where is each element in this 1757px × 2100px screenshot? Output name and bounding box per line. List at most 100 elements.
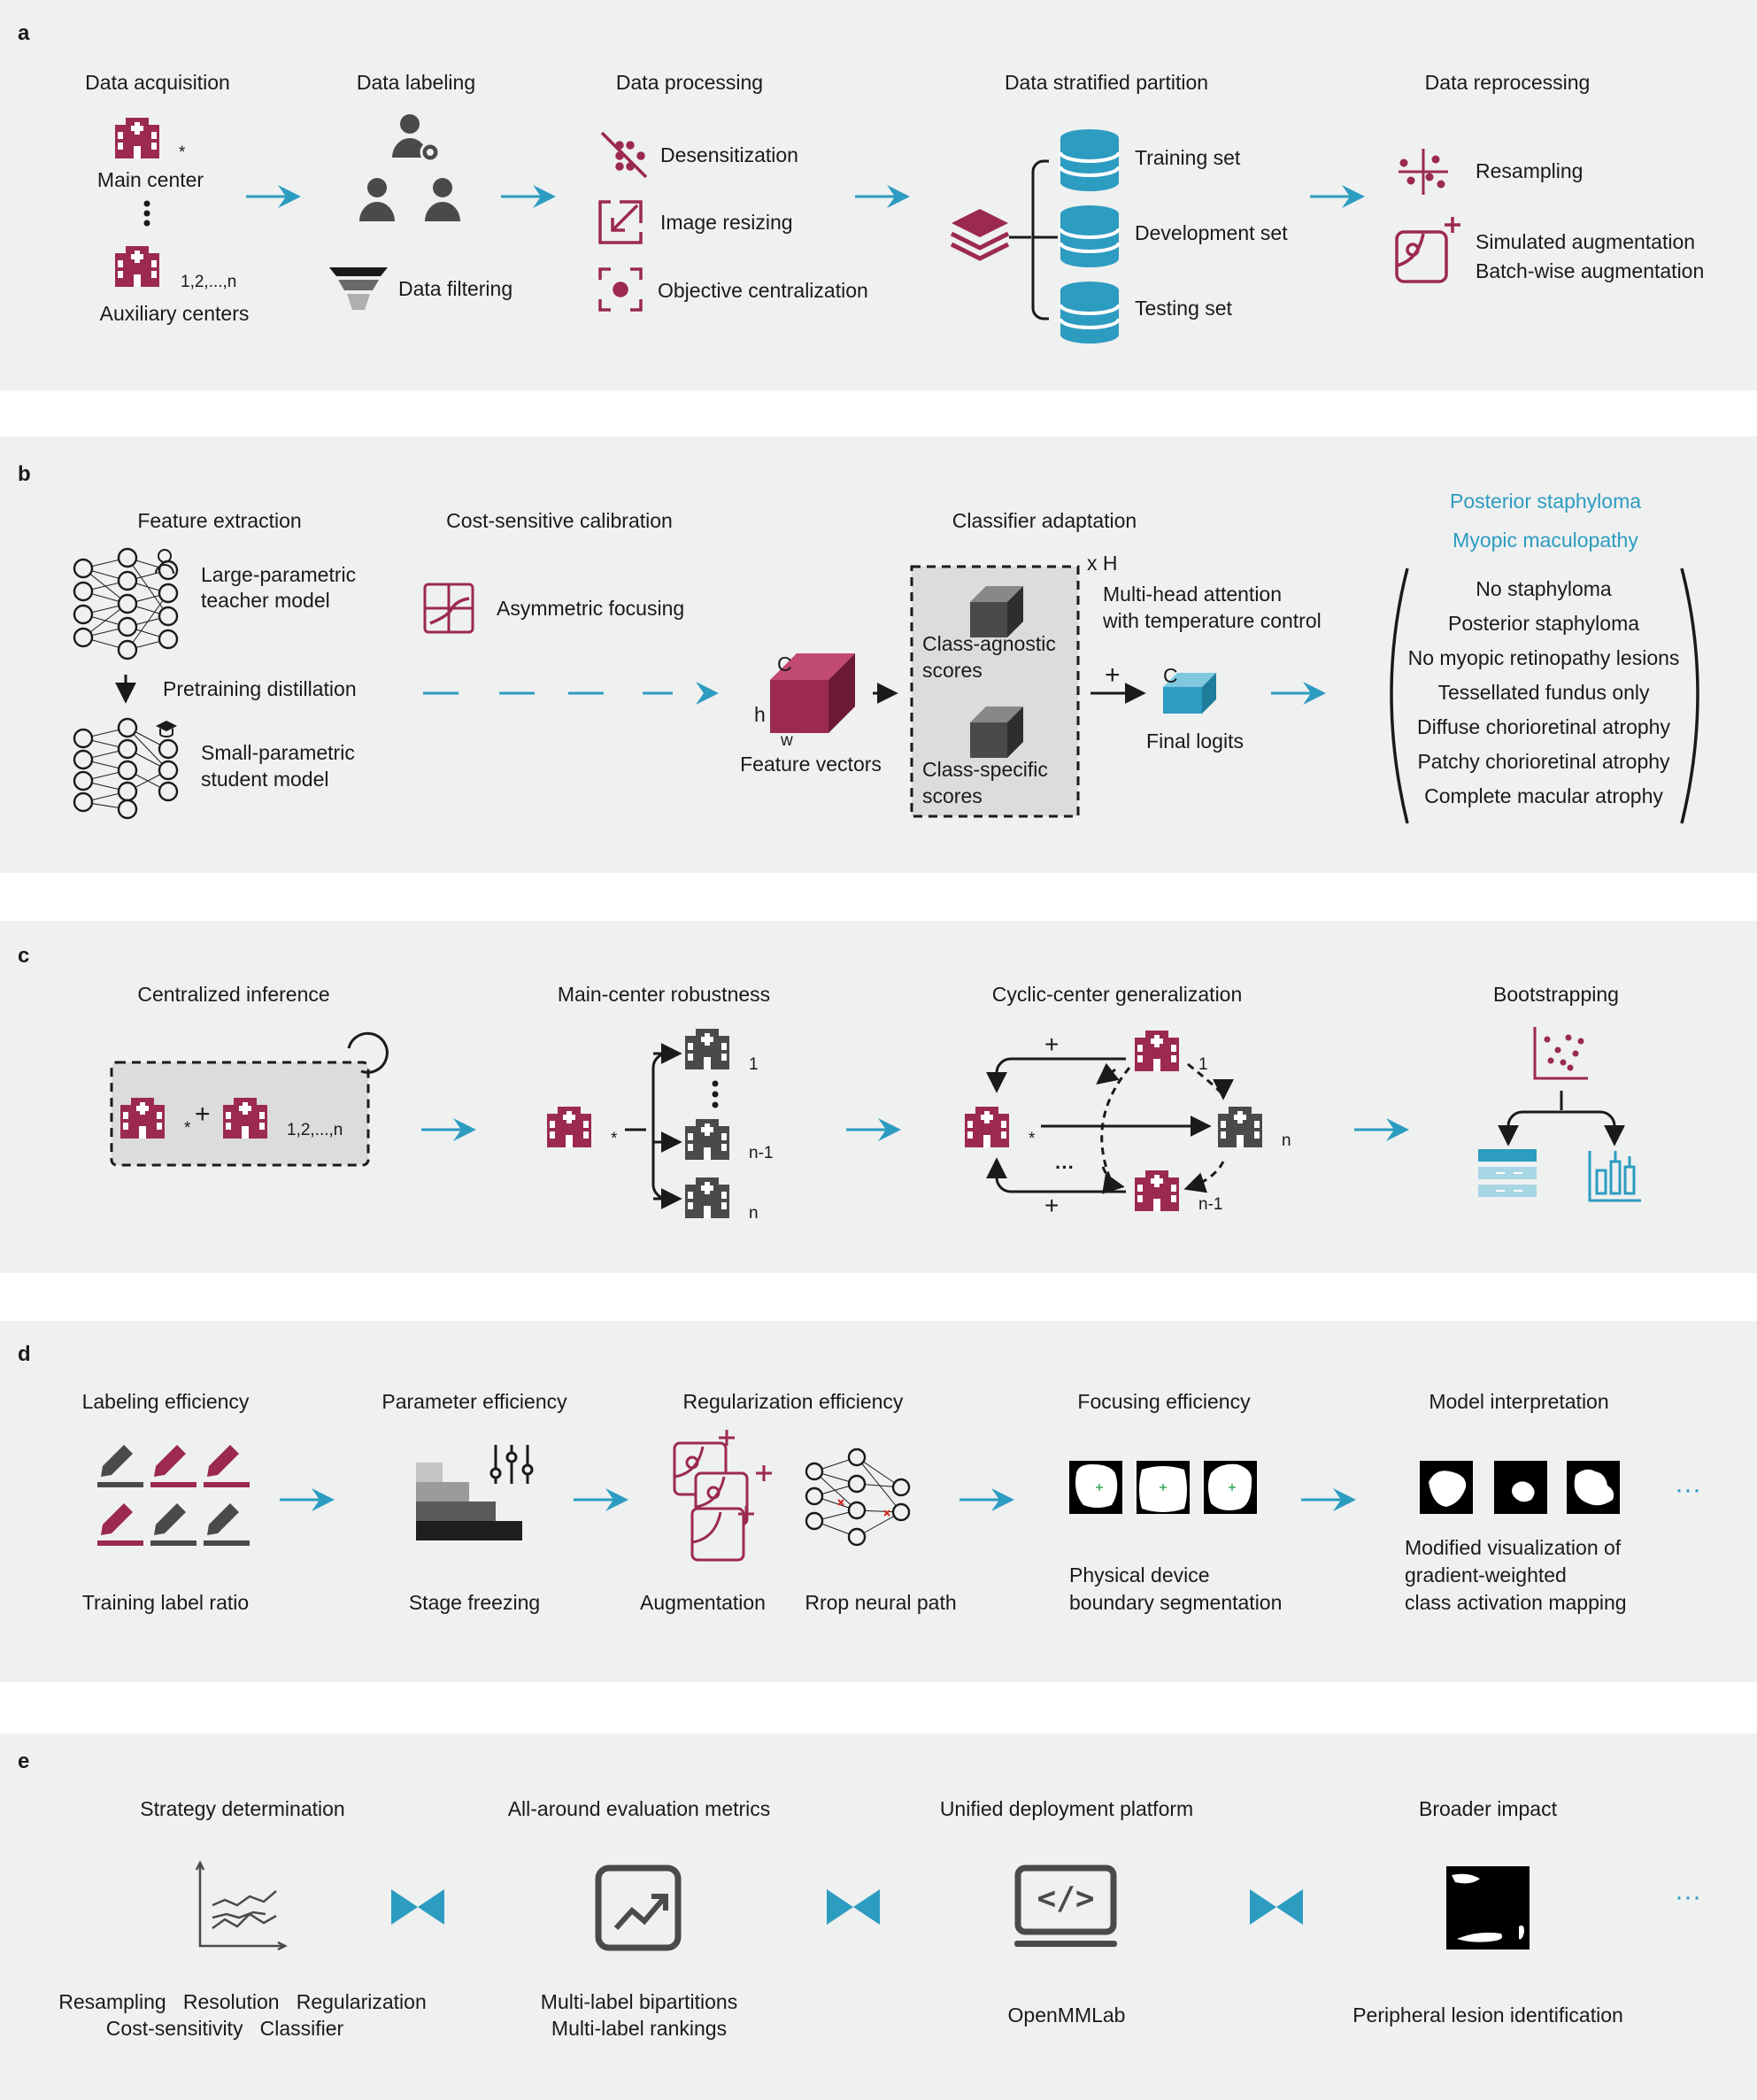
- robustness-center-n-icon: [685, 1177, 729, 1218]
- focus-caption-2: boundary segmentation: [1069, 1591, 1283, 1614]
- bootstrapping-boxplot-icon: [1588, 1151, 1641, 1202]
- panel-c-label: c: [18, 944, 30, 968]
- strategy-line-1: Resampling Resolution Regularization: [58, 1990, 427, 2013]
- output-item-3: Tessellated fundus only: [1437, 681, 1650, 704]
- stage-freezing-caption: Stage freezing: [408, 1591, 541, 1614]
- desensitization-icon: [600, 131, 648, 179]
- final-logits-cube: [1163, 673, 1216, 714]
- class-agnostic-label-2: scores: [922, 659, 983, 682]
- plus-label: +: [1105, 660, 1121, 690]
- output-item-1: Posterior staphyloma: [1447, 612, 1640, 635]
- loop-arrow: [347, 1031, 389, 1074]
- myopic-maculopathy-tag: Myopic maculopathy: [1453, 529, 1638, 552]
- robustness-main-star: *: [611, 1130, 618, 1148]
- cyclic-center-n-1-icon: [1135, 1170, 1179, 1211]
- output-item-0: No staphyloma: [1476, 577, 1612, 600]
- panel-b-label: b: [18, 462, 31, 486]
- bootstrapping-title: Bootstrapping: [1493, 983, 1619, 1006]
- output-item-5: Patchy chorioretinal atrophy: [1417, 750, 1670, 773]
- interp-caption-2: gradient-weighted: [1405, 1563, 1567, 1587]
- batchwise-augmentation-label: Batch-wise augmentation: [1476, 259, 1705, 282]
- arrow-a1: [244, 183, 303, 210]
- rrop-neural-path-icon: [805, 1448, 911, 1547]
- code-symbol: </>: [1036, 1880, 1095, 1917]
- student-label-2: student model: [201, 768, 329, 791]
- data-acquisition-title: Data acquisition: [85, 71, 230, 94]
- teacher-label-2: teacher model: [201, 589, 330, 612]
- cyclic-main-star: *: [1029, 1130, 1036, 1148]
- classifier-adaptation-title: Classifier adaptation: [952, 509, 1137, 532]
- main-center-hospital-icon: [115, 118, 159, 158]
- resampling-label: Resampling: [1476, 159, 1584, 182]
- metrics-line-2: Multi-label rankings: [551, 2017, 728, 2040]
- regularization-efficiency-title: Regularization efficiency: [682, 1390, 904, 1413]
- bowtie-e1: [391, 1889, 444, 1925]
- image-resizing-icon: [598, 200, 643, 244]
- output-parentheses: [1390, 567, 1699, 824]
- arrow-d4: [1299, 1486, 1358, 1513]
- asymmetric-focusing-icon: [423, 583, 474, 634]
- peripheral-lesion-label: Peripheral lesion identification: [1352, 2003, 1623, 2027]
- bootstrapping-table-icon: [1478, 1149, 1537, 1197]
- main-center-robustness-title: Main-center robustness: [557, 983, 771, 1006]
- cyclic-sub-n-1: n-1: [1198, 1195, 1223, 1214]
- panel-d-label: d: [18, 1342, 31, 1366]
- auxiliary-centers-label: Auxiliary centers: [99, 302, 250, 325]
- centralized-subscript: 1,2,...,n: [287, 1121, 343, 1139]
- focus-caption-1: Physical device: [1069, 1563, 1210, 1587]
- x-h-label: x H: [1087, 552, 1118, 575]
- cyclic-center-title: Cyclic-center generalization: [991, 983, 1243, 1006]
- student-label-1: Small-parametric: [201, 741, 355, 764]
- arrow-d1: [278, 1486, 336, 1513]
- robustness-main-hospital-icon: [547, 1107, 591, 1147]
- panel-d-more-dots: ···: [1675, 1475, 1701, 1504]
- interp-caption-3: class activation mapping: [1405, 1591, 1627, 1614]
- class-specific-label-1: Class-specific: [922, 758, 1048, 781]
- stage-freezing-icon: [416, 1463, 522, 1540]
- testing-set-label: Testing set: [1135, 297, 1232, 320]
- teacher-label-1: Large-parametric: [201, 563, 357, 586]
- logits-c-label: C: [1163, 664, 1178, 687]
- data-labeling-title: Data labeling: [356, 71, 476, 94]
- robustness-sub-n: n: [749, 1204, 759, 1223]
- teacher-icon: [155, 549, 174, 575]
- labeling-pencils-icon: [97, 1445, 250, 1546]
- openmmlab-label: OpenMMLab: [1007, 2003, 1126, 2027]
- feature-extraction-title: Feature extraction: [137, 509, 302, 532]
- robustness-sub-n-1: n-1: [749, 1144, 774, 1162]
- auxiliary-subscript: 1,2,...,n: [181, 273, 237, 291]
- desensitization-label: Desensitization: [660, 143, 798, 166]
- centralized-plus: +: [195, 1100, 211, 1129]
- parameter-efficiency-title: Parameter efficiency: [381, 1390, 567, 1413]
- objective-centralization-label: Objective centralization: [658, 279, 868, 302]
- data-filtering-funnel-icon: [329, 267, 388, 310]
- cyclic-dots: ···: [1055, 1156, 1075, 1178]
- teacher-network-icon: [73, 547, 179, 660]
- data-partition-title: Data stratified partition: [1004, 71, 1209, 94]
- panel-e-more-dots: ···: [1675, 1882, 1701, 1911]
- development-set-database-icon: [1059, 204, 1121, 269]
- cube-c-label: C: [777, 652, 792, 676]
- image-resizing-label: Image resizing: [660, 211, 793, 234]
- arrow-b2: [1269, 680, 1328, 706]
- model-interpretation-title: Model interpretation: [1429, 1390, 1609, 1413]
- simulated-augmentation-label: Simulated augmentation: [1476, 230, 1696, 253]
- arrow-c3: [1352, 1116, 1411, 1143]
- objective-centralization-icon: [598, 267, 643, 312]
- class-agnostic-cube: [970, 586, 1023, 637]
- cyclic-main-hospital-icon: [965, 1107, 1009, 1147]
- augmentation-icon: [1395, 217, 1460, 283]
- arrow-c1: [420, 1116, 478, 1143]
- cyclic-plus-bottom: +: [1044, 1192, 1060, 1219]
- broader-impact-title: Broader impact: [1419, 1797, 1557, 1820]
- centralized-inference-title: Centralized inference: [137, 983, 330, 1006]
- partition-bracket: [1009, 159, 1058, 320]
- class-specific-cube: [970, 706, 1023, 758]
- training-set-label: Training set: [1135, 146, 1241, 169]
- robustness-sub-1: 1: [749, 1055, 759, 1074]
- data-filtering-label: Data filtering: [398, 277, 513, 300]
- arrow-a2: [499, 183, 558, 210]
- dataset-stack-icon: [950, 209, 1010, 261]
- cyclic-sub-1: 1: [1198, 1055, 1208, 1074]
- student-cap-icon: [156, 721, 177, 737]
